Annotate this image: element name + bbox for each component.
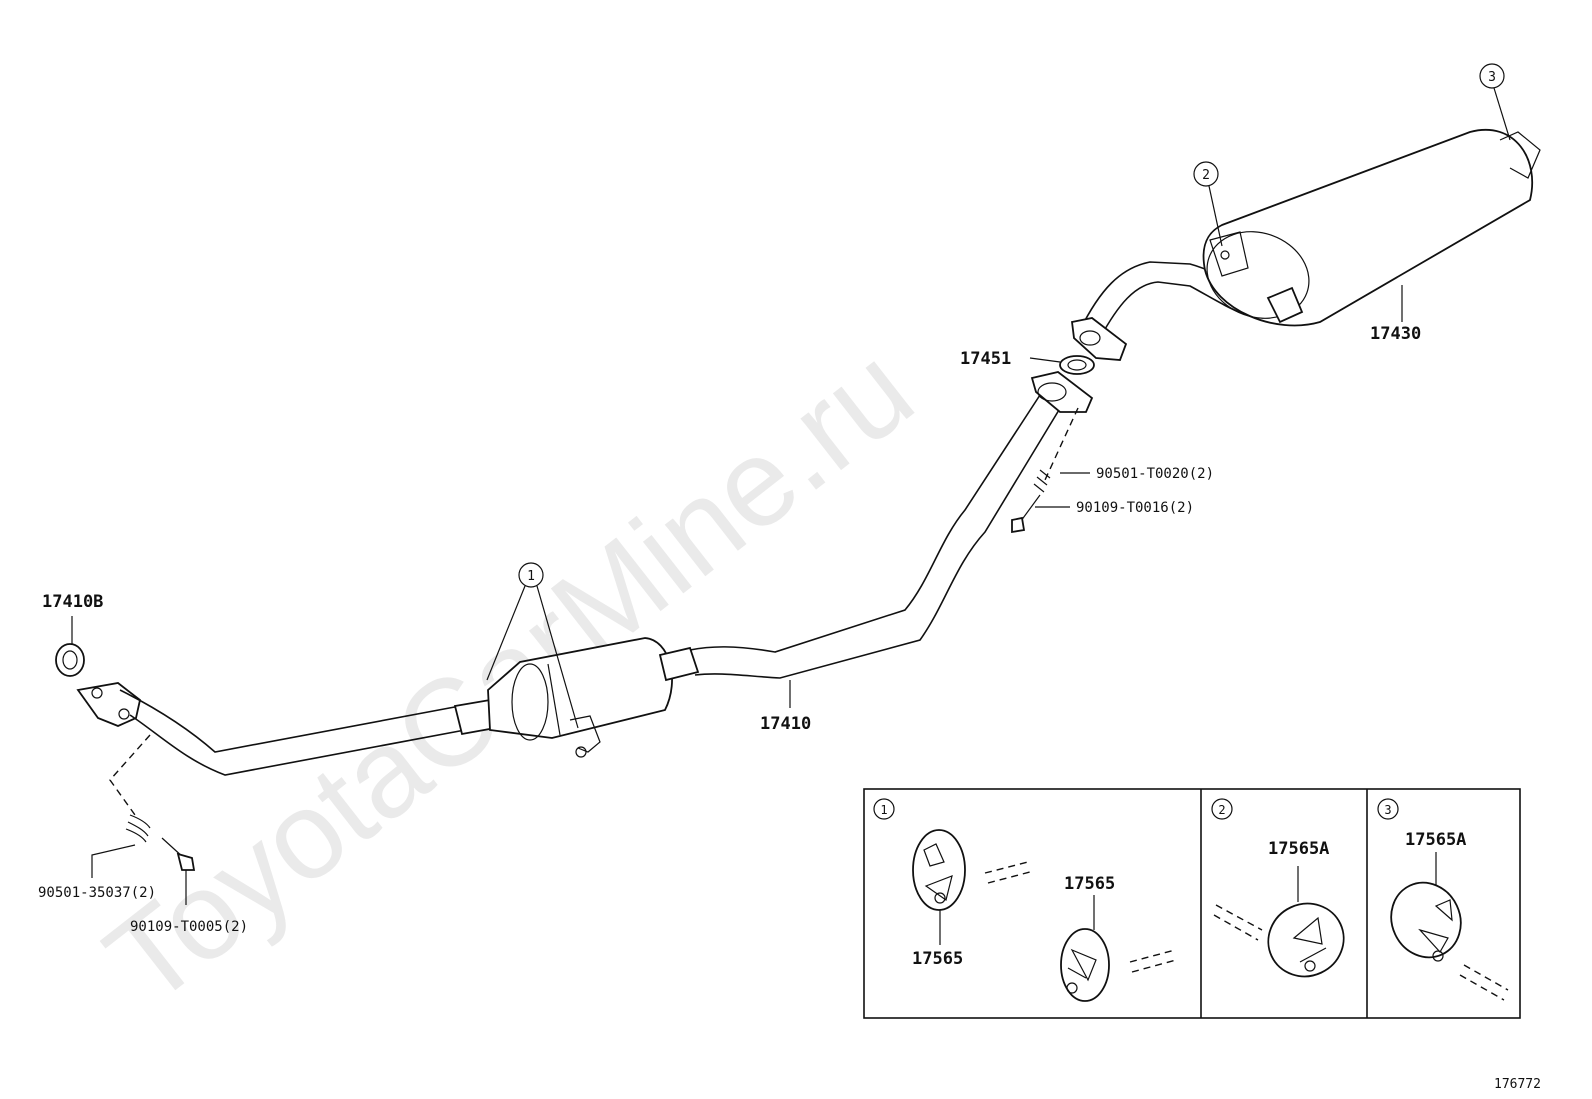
gasket-mid <box>1059 355 1095 375</box>
callout-3: 3 <box>1479 63 1511 141</box>
muffler-assembly <box>1071 129 1541 361</box>
leader-lines <box>71 285 1403 708</box>
legend-panel-2: 2 17565A <box>1211 798 1345 978</box>
callout-1: 1 <box>486 562 579 729</box>
label-bolt-mid: 90109-T0016(2) <box>1076 500 1194 516</box>
front-fasteners <box>91 734 196 905</box>
label-17430: 17430 <box>1370 324 1421 344</box>
legend-label-17565A-2: 17565A <box>1268 839 1329 859</box>
legend-label-17565-b: 17565 <box>1064 874 1115 894</box>
label-spring-front: 90501-35037(2) <box>38 885 156 901</box>
legend-label-17565-a: 17565 <box>912 949 963 969</box>
svg-text:3: 3 <box>1488 70 1496 85</box>
svg-text:2: 2 <box>1218 803 1225 817</box>
svg-text:1: 1 <box>527 569 535 584</box>
legend-panel-1: 1 17565 17565 <box>873 798 1177 1002</box>
front-exhaust-pipe <box>76 371 1094 776</box>
svg-text:1: 1 <box>880 803 887 817</box>
gasket-front <box>55 643 85 677</box>
label-17410: 17410 <box>760 714 811 734</box>
label-bolt-front: 90109-T0005(2) <box>130 919 248 935</box>
legend-label-17565A-3: 17565A <box>1405 830 1466 850</box>
hanger-legend: 1 17565 17565 2 17565A <box>863 788 1521 1019</box>
label-17410B: 17410B <box>42 592 103 612</box>
label-17451: 17451 <box>960 349 1011 369</box>
svg-text:3: 3 <box>1384 803 1391 817</box>
mid-fasteners <box>1011 407 1090 534</box>
diagram-id: 176772 <box>1494 1077 1541 1092</box>
label-spring-mid: 90501-T0020(2) <box>1096 466 1214 482</box>
svg-text:2: 2 <box>1202 168 1210 183</box>
callout-2: 2 <box>1193 161 1223 247</box>
legend-panel-3: 3 17565A <box>1377 798 1509 1001</box>
